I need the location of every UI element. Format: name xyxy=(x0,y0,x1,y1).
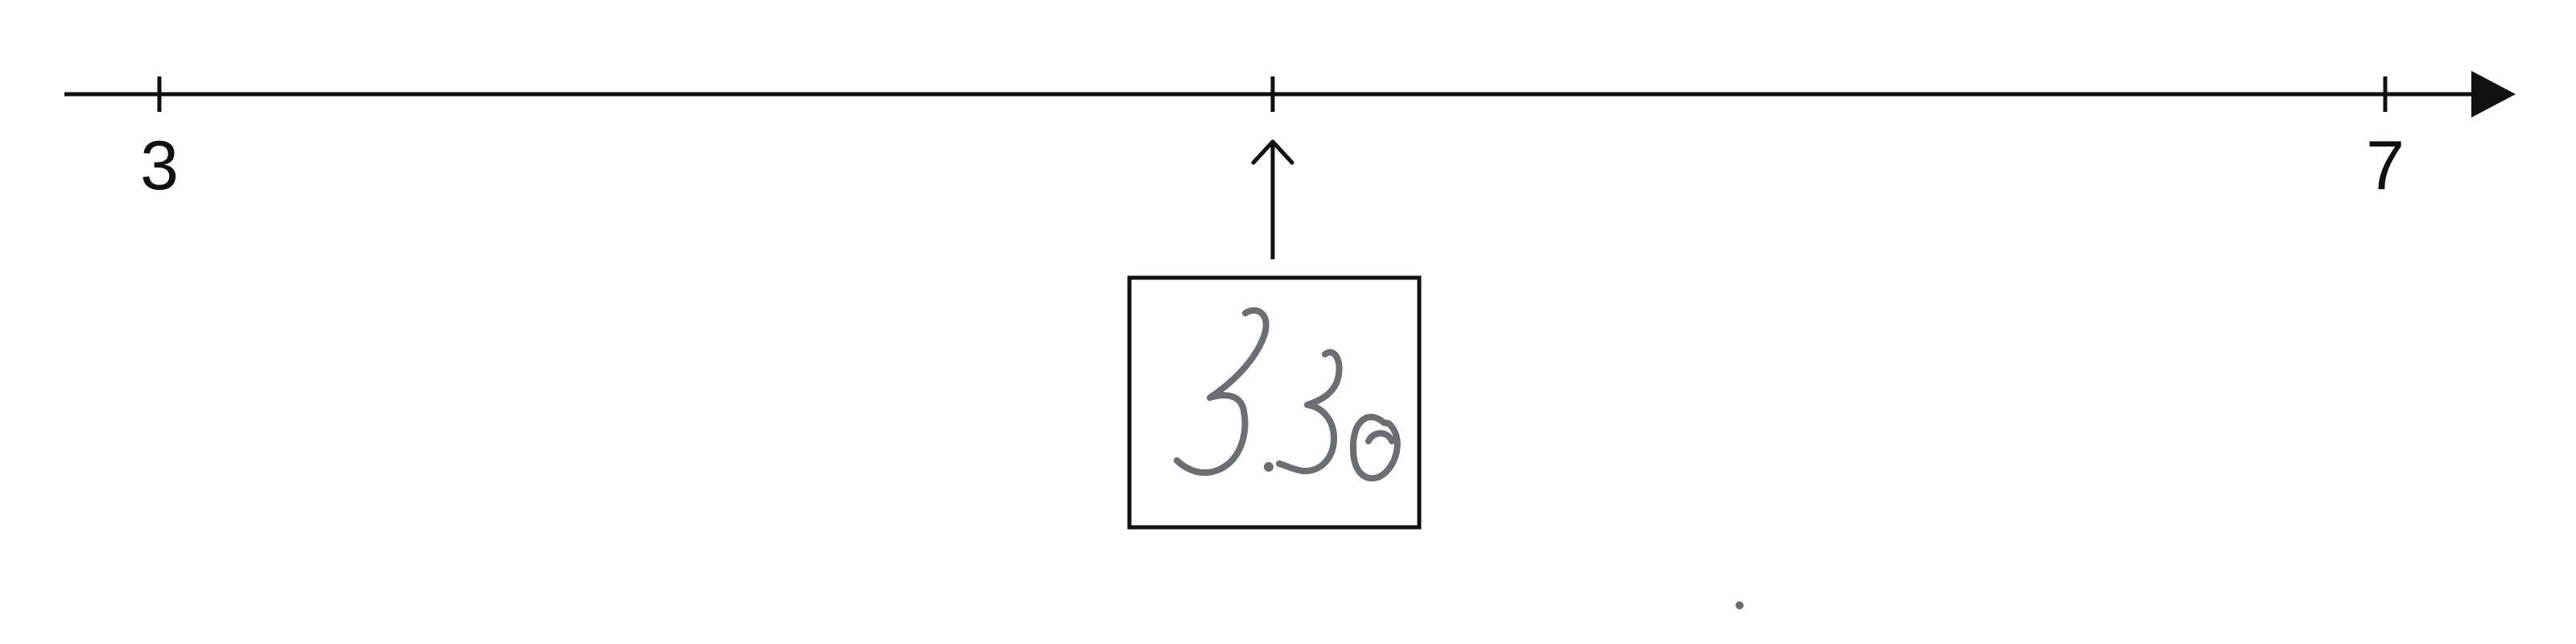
tick-label-start: 3 xyxy=(140,127,179,204)
answer-box[interactable] xyxy=(1127,275,1422,530)
stray-dot xyxy=(1736,601,1744,609)
handwritten-answer xyxy=(1174,307,1401,482)
right-arrowhead-icon xyxy=(2471,71,2516,118)
up-arrow-icon xyxy=(1251,139,1294,259)
tick-label-end: 7 xyxy=(2366,127,2405,204)
